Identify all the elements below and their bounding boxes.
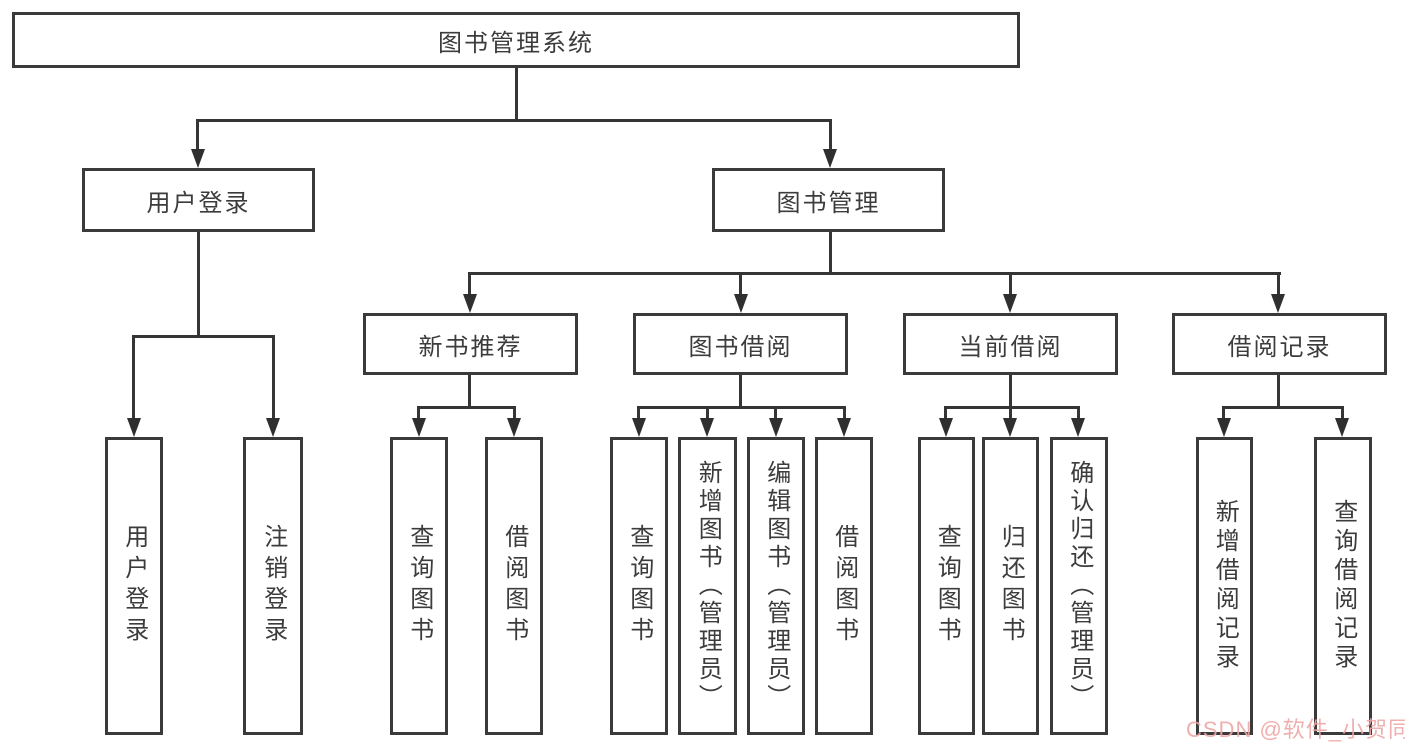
leaf-query-books-3-label: 查询图书 xyxy=(933,524,961,648)
arrow-down-icon xyxy=(1335,418,1349,437)
connector-line xyxy=(513,406,516,421)
leaf-add-borrow-record-label: 新增借阅记录 xyxy=(1211,499,1239,673)
connector-line xyxy=(774,406,777,421)
leaf-logout: 注销登录 xyxy=(243,437,303,735)
leaf-query-books-2-label: 查询图书 xyxy=(625,524,653,648)
leaf-return-book-label: 归还图书 xyxy=(997,524,1025,648)
connector-line xyxy=(468,375,471,409)
arrow-down-icon xyxy=(769,418,783,437)
connector-line xyxy=(1277,272,1280,297)
arrow-down-icon xyxy=(507,418,521,437)
leaf-borrow-books-1-label: 借阅图书 xyxy=(500,524,528,648)
arrow-down-icon xyxy=(823,149,837,168)
node-current-borrowing: 当前借阅 xyxy=(903,313,1118,375)
connector-line xyxy=(1341,406,1344,421)
arrow-down-icon xyxy=(412,418,426,437)
leaf-query-books-1: 查询图书 xyxy=(390,437,448,735)
leaf-query-books-2: 查询图书 xyxy=(610,437,668,735)
leaf-borrow-books-2: 借阅图书 xyxy=(815,437,873,735)
connector-line xyxy=(637,406,640,421)
arrow-down-icon xyxy=(463,294,477,313)
arrow-down-icon xyxy=(734,294,748,313)
connector-line xyxy=(829,119,832,151)
arrow-down-icon xyxy=(837,418,851,437)
arrow-down-icon xyxy=(127,418,141,437)
connector-line xyxy=(944,406,947,421)
node-book-management: 图书管理 xyxy=(712,168,945,232)
connector-line xyxy=(706,406,709,421)
node-user-login: 用户登录 xyxy=(82,168,315,232)
leaf-query-borrow-record-label: 查询借阅记录 xyxy=(1329,499,1357,673)
arrow-down-icon xyxy=(1217,418,1231,437)
connector-line xyxy=(197,232,200,338)
node-library-system: 图书管理系统 xyxy=(12,12,1020,68)
arrow-down-icon xyxy=(1003,294,1017,313)
leaf-user-login-label: 用户登录 xyxy=(120,524,148,648)
connector-line xyxy=(272,335,275,421)
connector-line xyxy=(944,406,1080,409)
connector-line xyxy=(417,406,420,421)
connector-line xyxy=(1222,406,1344,409)
connector-line xyxy=(739,272,742,297)
leaf-add-borrow-record: 新增借阅记录 xyxy=(1196,437,1253,735)
connector-line xyxy=(843,406,846,421)
connector-line xyxy=(739,375,742,409)
connector-line xyxy=(515,68,518,121)
leaf-borrow-books-2-label: 借阅图书 xyxy=(830,524,858,648)
connector-line xyxy=(1222,406,1225,421)
leaf-query-books-3: 查询图书 xyxy=(918,437,975,735)
connector-line xyxy=(132,335,135,421)
connector-line xyxy=(417,406,516,409)
arrow-down-icon xyxy=(939,418,953,437)
leaf-borrow-books-1: 借阅图书 xyxy=(485,437,543,735)
arrow-down-icon xyxy=(1071,418,1085,437)
leaf-user-login: 用户登录 xyxy=(105,437,163,735)
connector-line xyxy=(637,406,846,409)
arrow-down-icon xyxy=(632,418,646,437)
connector-line xyxy=(1077,406,1080,421)
leaf-confirm-return-label: 确认归还（管理员） xyxy=(1065,460,1093,712)
leaf-query-books-1-label: 查询图书 xyxy=(405,524,433,648)
connector-line xyxy=(197,119,832,122)
leaf-edit-book: 编辑图书（管理员） xyxy=(747,437,805,735)
arrow-down-icon xyxy=(1271,294,1285,313)
connector-line xyxy=(196,119,199,151)
leaf-edit-book-label: 编辑图书（管理员） xyxy=(762,460,790,712)
leaf-return-book: 归还图书 xyxy=(982,437,1039,735)
arrow-down-icon xyxy=(1003,418,1017,437)
leaf-add-book: 新增图书（管理员） xyxy=(678,437,737,735)
leaf-add-book-label: 新增图书（管理员） xyxy=(694,460,722,712)
connector-line xyxy=(829,232,832,275)
node-book-borrowing: 图书借阅 xyxy=(633,313,848,375)
arrow-down-icon xyxy=(266,418,280,437)
node-borrow-records: 借阅记录 xyxy=(1172,313,1387,375)
connector-line xyxy=(1009,272,1012,297)
node-new-book-recommend: 新书推荐 xyxy=(363,313,578,375)
connector-line xyxy=(1277,375,1280,409)
leaf-logout-label: 注销登录 xyxy=(259,524,287,648)
connector-line xyxy=(132,335,275,338)
connector-line xyxy=(1009,406,1012,421)
leaf-confirm-return: 确认归还（管理员） xyxy=(1050,437,1108,735)
connector-line xyxy=(468,272,471,297)
arrow-down-icon xyxy=(191,149,205,168)
arrow-down-icon xyxy=(700,418,714,437)
leaf-query-borrow-record: 查询借阅记录 xyxy=(1314,437,1372,735)
connector-line xyxy=(1009,375,1012,409)
connector-line xyxy=(468,272,1281,275)
csdn-watermark: CSDN @软件_小贺同学 xyxy=(1186,717,1405,742)
